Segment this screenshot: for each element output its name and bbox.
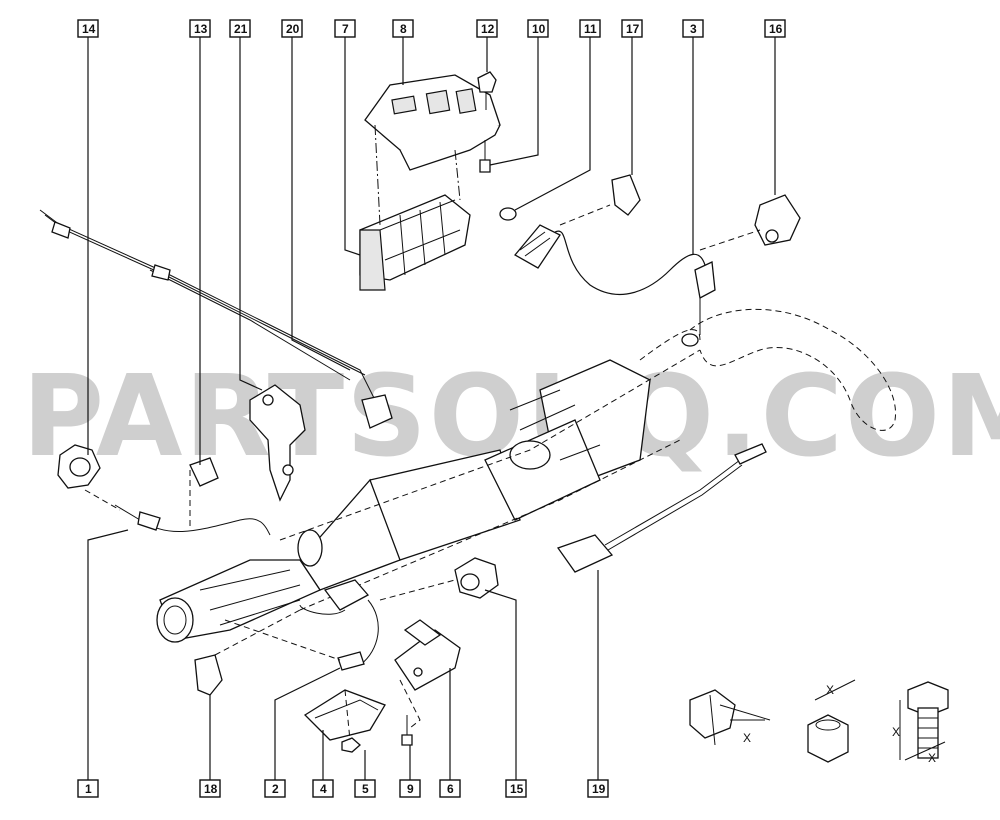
svg-text:10: 10: [532, 22, 546, 36]
callout-12[interactable]: 12: [476, 19, 498, 38]
part-8-heat-shield: [364, 74, 501, 171]
legend-x-label-2: X: [826, 683, 834, 697]
legend-bolt-symbol: [899, 681, 949, 761]
callout-9[interactable]: 9: [399, 779, 421, 798]
svg-text:3: 3: [690, 22, 697, 36]
svg-text:21: 21: [234, 22, 248, 36]
svg-text:16: 16: [769, 22, 783, 36]
svg-text:9: 9: [407, 782, 414, 796]
svg-text:12: 12: [481, 22, 495, 36]
part-18-clip: [194, 654, 223, 696]
part-6-bracket: [394, 619, 461, 691]
assembly-arrows: [189, 204, 761, 741]
svg-text:11: 11: [584, 22, 597, 36]
svg-text:15: 15: [510, 782, 524, 796]
part-21-bracket: [249, 384, 306, 502]
callout-19[interactable]: 19: [587, 779, 609, 798]
part-14-clamp: [57, 444, 121, 511]
part-9-bolt: [401, 715, 413, 746]
svg-text:8: 8: [400, 22, 407, 36]
callout-11[interactable]: 11: [579, 19, 601, 38]
svg-text:14: 14: [82, 22, 96, 36]
svg-text:1: 1: [85, 782, 92, 796]
svg-text:7: 7: [342, 22, 349, 36]
part-15-clamp: [454, 557, 499, 599]
callout-13[interactable]: 13: [189, 19, 211, 38]
callout-18[interactable]: 18: [199, 779, 221, 798]
part-4-heat-shield: [303, 689, 386, 741]
legend-nut-symbol: [807, 679, 856, 763]
callout-20[interactable]: 20: [281, 19, 303, 38]
part-17-clip: [611, 174, 641, 216]
legend-x-label-1: X: [743, 731, 751, 745]
callout-4[interactable]: 4: [312, 779, 334, 798]
part-12-nut: [477, 71, 497, 110]
callout-16[interactable]: 16: [764, 19, 786, 38]
part-20-temperature-sensor-harness: [39, 209, 393, 429]
callout-21[interactable]: 21: [229, 19, 251, 38]
part-16-clip: [754, 194, 801, 246]
part-11-sensor-module: [499, 207, 706, 295]
svg-text:18: 18: [204, 782, 218, 796]
svg-text:19: 19: [592, 782, 606, 796]
part-5-nut: [341, 737, 361, 753]
svg-text:2: 2: [272, 782, 279, 796]
part-19-sensor: [556, 443, 767, 573]
part-3-sensor: [681, 261, 716, 347]
part-10-bolt: [479, 140, 491, 173]
leader-lines: [87, 37, 776, 780]
callout-15[interactable]: 15: [505, 779, 527, 798]
callout-8[interactable]: 8: [392, 19, 414, 38]
callout-1[interactable]: 1: [77, 779, 99, 798]
part-7-bracket: [359, 124, 471, 291]
part-2-sensor: [224, 579, 379, 671]
svg-text:20: 20: [286, 22, 300, 36]
part-1-sensor: [114, 504, 271, 536]
exhaust-assembly: [156, 308, 897, 643]
svg-text:13: 13: [194, 22, 208, 36]
callout-2[interactable]: 2: [264, 779, 286, 798]
callout-5[interactable]: 5: [354, 779, 376, 798]
svg-text:17: 17: [626, 22, 640, 36]
part-13-clip: [189, 457, 219, 487]
callout-14[interactable]: 14: [77, 19, 99, 38]
callout-17[interactable]: 17: [621, 19, 643, 38]
callout-7[interactable]: 7: [334, 19, 356, 38]
svg-text:6: 6: [447, 782, 454, 796]
svg-text:5: 5: [362, 782, 369, 796]
callout-6[interactable]: 6: [439, 779, 461, 798]
svg-text:4: 4: [320, 782, 327, 796]
legend-clip-symbol: [689, 689, 771, 746]
legend-x-label-4: X: [928, 751, 936, 765]
legend-x-label-3: X: [892, 725, 900, 739]
callout-3[interactable]: 3: [682, 19, 704, 38]
callout-10[interactable]: 10: [527, 19, 549, 38]
